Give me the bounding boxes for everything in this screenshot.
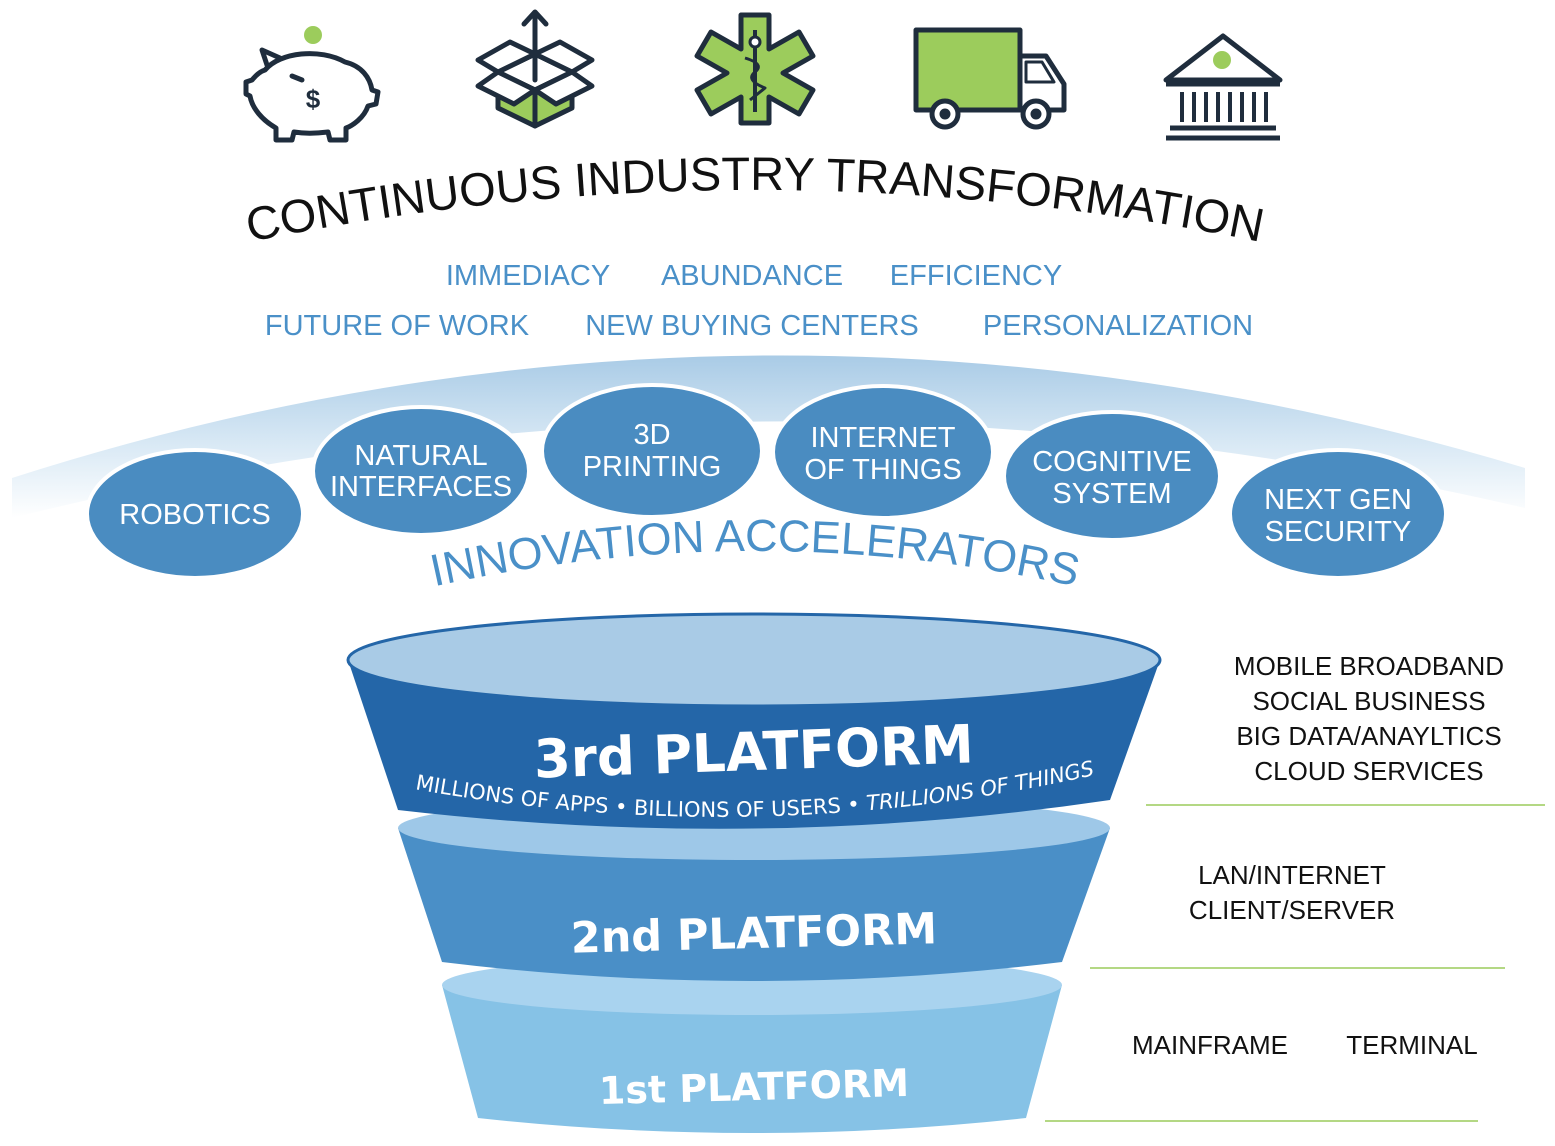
second-platform-title: 2nd PLATFORM: [570, 904, 937, 964]
svg-text:$: $: [306, 84, 321, 114]
bubble-cognitive-system: COGNITIVE SYSTEM: [1002, 410, 1222, 542]
theme-personalization: PERSONALIZATION: [983, 310, 1253, 342]
svg-text:LAN/INTERNET: LAN/INTERNET: [1198, 860, 1386, 890]
svg-text:MOBILE BROADBAND: MOBILE BROADBAND: [1234, 651, 1504, 681]
third-platform-technologies: MOBILE BROADBAND SOCIAL BUSINESS BIG DAT…: [1234, 651, 1504, 786]
open-box-icon: [475, 9, 595, 129]
theme-efficiency: EFFICIENCY: [890, 260, 1062, 292]
side-labels: MOBILE BROADBAND SOCIAL BUSINESS BIG DAT…: [1045, 651, 1545, 1122]
accelerator-arch: [12, 355, 1525, 518]
first-platform-title: 1st PLATFORM: [598, 1061, 909, 1113]
second-platform-technologies: LAN/INTERNET CLIENT/SERVER: [1189, 860, 1395, 925]
accelerator-bubbles: ROBOTICS NATURAL INTERFACES 3D PRINTING …: [85, 383, 1448, 580]
svg-text:BIG DATA/ANAYLTICS: BIG DATA/ANAYLTICS: [1236, 721, 1501, 751]
svg-text:PRINTING: PRINTING: [583, 451, 722, 483]
theme-new-buying-centers: NEW BUYING CENTERS: [585, 310, 919, 342]
svg-text:SECURITY: SECURITY: [1265, 516, 1412, 548]
svg-text:INTERNET: INTERNET: [811, 422, 956, 454]
svg-text:CLOUD SERVICES: CLOUD SERVICES: [1254, 756, 1483, 786]
svg-text:OF THINGS: OF THINGS: [804, 454, 961, 486]
accelerators-title: INNOVATION ACCELERATORS: [425, 510, 1084, 596]
delivery-truck-icon: [913, 27, 1067, 130]
svg-text:NATURAL: NATURAL: [354, 440, 487, 472]
svg-text:3D: 3D: [633, 419, 670, 451]
first-platform-layer: 1st PLATFORM: [442, 955, 1062, 1133]
svg-text:CLIENT/SERVER: CLIENT/SERVER: [1189, 895, 1395, 925]
transformation-themes: IMMEDIACY ABUNDANCE EFFICIENCY FUTURE OF…: [265, 260, 1253, 342]
medical-star-icon: [694, 12, 816, 126]
theme-abundance: ABUNDANCE: [661, 260, 843, 292]
svg-text:ROBOTICS: ROBOTICS: [119, 499, 270, 531]
industry-icons: $: [243, 9, 1283, 143]
svg-text:MAINFRAME: MAINFRAME: [1132, 1030, 1288, 1060]
svg-text:SYSTEM: SYSTEM: [1052, 478, 1171, 510]
svg-text:COGNITIVE: COGNITIVE: [1032, 446, 1192, 478]
bubble-next-gen-security: NEXT GEN SECURITY: [1228, 448, 1448, 580]
svg-text:NEXT GEN: NEXT GEN: [1264, 484, 1412, 516]
piggy-bank-icon: $: [243, 26, 381, 143]
theme-future-of-work: FUTURE OF WORK: [265, 310, 530, 342]
bubble-natural-interfaces: NATURAL INTERFACES: [311, 405, 531, 537]
svg-text:TERMINAL: TERMINAL: [1346, 1030, 1477, 1060]
transformation-title: CONTINUOUS INDUSTRY TRANSFORMATION: [241, 147, 1268, 252]
svg-text:SOCIAL BUSINESS: SOCIAL BUSINESS: [1252, 686, 1485, 716]
platform-funnel: 1st PLATFORM 2nd PLATFORM 3rd PLATFORM M…: [346, 612, 1162, 1133]
third-platform-layer: 3rd PLATFORM MILLIONS OF APPS • BILLIONS…: [346, 612, 1162, 829]
bubble-robotics: ROBOTICS: [85, 448, 305, 580]
theme-immediacy: IMMEDIACY: [446, 260, 610, 292]
bank-building-icon: [1163, 33, 1283, 141]
bubble-3d-printing: 3D PRINTING: [540, 383, 764, 519]
bubble-internet-of-things: INTERNET OF THINGS: [771, 384, 995, 520]
svg-text:INTERFACES: INTERFACES: [330, 471, 512, 503]
first-platform-technologies: MAINFRAME TERMINAL: [1132, 1030, 1478, 1060]
